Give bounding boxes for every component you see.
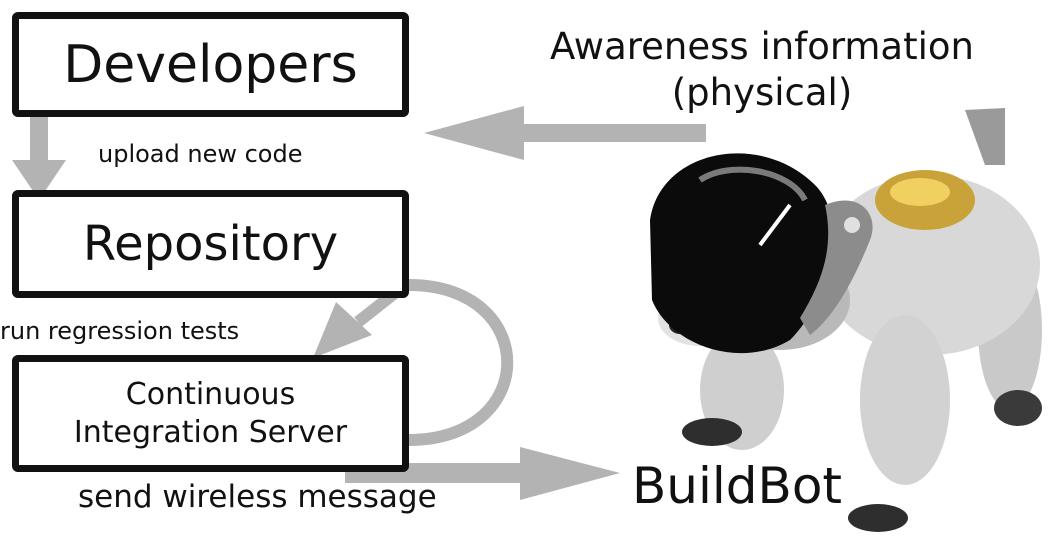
ci-server-label-line2: Integration Server — [73, 414, 348, 450]
repository-label: Repository — [82, 216, 339, 272]
awareness-label-line1: Awareness information — [550, 25, 974, 68]
regression-label: run regression tests — [0, 317, 240, 345]
developers-label: Developers — [63, 34, 358, 95]
awareness-label-line2: (physical) — [671, 71, 853, 114]
repository-box: Repository — [12, 190, 409, 298]
robot-dog-image — [650, 108, 1042, 532]
upload-label: upload new code — [98, 140, 303, 168]
ci-server-label-line1: Continuous — [125, 376, 296, 412]
awareness-label: Awareness information (physical) — [540, 24, 984, 116]
developers-box: Developers — [12, 12, 409, 117]
arrow-awareness — [424, 106, 706, 160]
ci-server-box: Continuous Integration Server — [12, 355, 409, 472]
wireless-label: send wireless message — [78, 479, 437, 515]
buildbot-label: BuildBot — [632, 457, 843, 515]
arrow-upload — [12, 112, 66, 200]
